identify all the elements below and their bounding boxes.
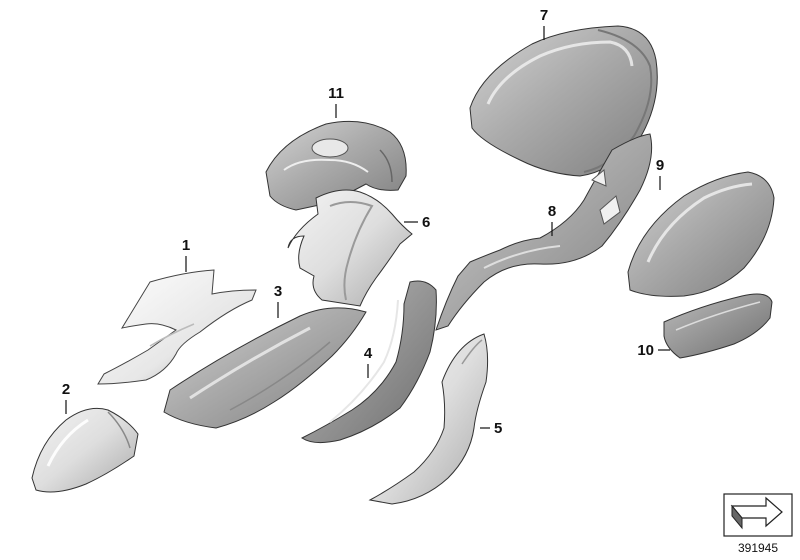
diagram-reference-number: 391945 — [738, 541, 778, 555]
leader-lines — [65, 26, 670, 429]
callout-3: 3 — [274, 283, 282, 300]
callout-1: 1 — [182, 237, 190, 254]
callout-11: 11 — [328, 85, 344, 102]
part-tank-top-cover[interactable] — [265, 120, 407, 211]
part-trim-strip[interactable] — [301, 280, 437, 444]
part-side-panel-upper[interactable] — [97, 269, 257, 385]
part-side-case-lid[interactable] — [627, 171, 775, 297]
callout-6: 6 — [422, 214, 430, 231]
part-side-case-panel[interactable] — [663, 293, 773, 359]
reference-icon-box — [723, 493, 793, 537]
callout-numbers: 7 11 6 1 3 2 4 5 8 9 10 — [62, 7, 664, 437]
callout-9: 9 — [656, 157, 664, 174]
callout-4: 4 — [364, 345, 373, 362]
callout-10: 10 — [637, 342, 654, 359]
part-lower-trim[interactable] — [368, 333, 489, 505]
callout-7: 7 — [540, 7, 548, 24]
callout-5: 5 — [494, 420, 502, 437]
callout-8: 8 — [548, 203, 556, 220]
assembly-arrow-icon — [730, 496, 783, 528]
part-rear-frame-trim[interactable] — [435, 133, 653, 331]
part-seat-cover[interactable] — [31, 407, 139, 493]
part-side-panel[interactable] — [163, 307, 367, 429]
callout-2: 2 — [62, 381, 70, 398]
part-tank-cover[interactable] — [287, 189, 413, 307]
